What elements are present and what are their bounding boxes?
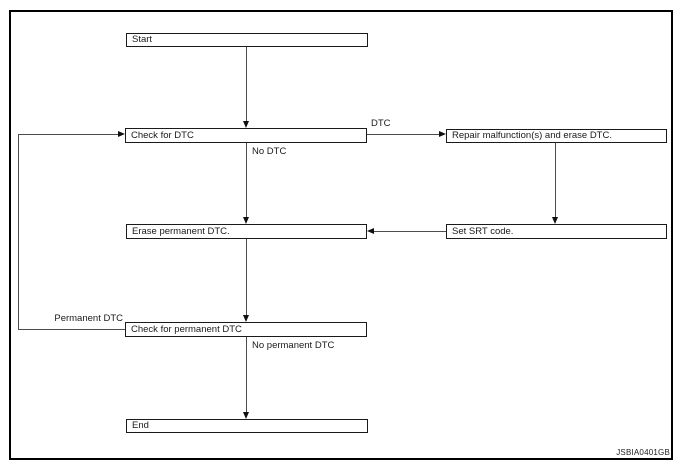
arrowhead-down-icon [243,412,249,419]
connector-checkdtc-to-repair [367,134,440,135]
flow-node-check-dtc: Check for DTC [125,128,367,143]
connector-erase-to-checkperm [246,239,247,316]
connector-srt-to-erase [374,231,446,232]
flow-node-set-srt-code-label: Set SRT code. [452,225,514,237]
arrowhead-left-icon [367,228,374,234]
edge-label-no-permanent-dtc: No permanent DTC [252,340,335,351]
arrowhead-right-icon [118,131,125,137]
arrowhead-down-icon [552,217,558,224]
flow-node-check-permanent-dtc: Check for permanent DTC [125,322,367,337]
connector-checkdtc-to-erase [246,143,247,218]
connector-start-to-checkdtc [246,47,247,122]
connector-checkperm-to-end [246,337,247,413]
flow-node-start: Start [126,33,368,47]
flow-node-check-dtc-label: Check for DTC [131,129,194,141]
edge-label-dtc: DTC [371,118,391,129]
connector-feedback-bottom [18,329,125,330]
edge-label-permanent-dtc: Permanent DTC [54,313,123,324]
figure-code-watermark: JSBIA0401GB [616,448,670,457]
flow-node-start-label: Start [132,34,153,46]
flow-node-check-permanent-dtc-label: Check for permanent DTC [131,323,242,335]
connector-feedback-top [18,134,118,135]
arrowhead-down-icon [243,217,249,224]
flow-node-end-label: End [132,420,149,432]
connector-feedback-vertical [18,134,19,330]
flow-node-erase-permanent-dtc-label: Erase permanent DTC. [132,225,230,237]
arrowhead-down-icon [243,315,249,322]
flow-node-repair-malfunction-label: Repair malfunction(s) and erase DTC. [452,130,612,142]
flow-node-set-srt-code: Set SRT code. [446,224,667,239]
arrowhead-right-icon [439,131,446,137]
arrowhead-down-icon [243,121,249,128]
flow-node-erase-permanent-dtc: Erase permanent DTC. [126,224,367,239]
edge-label-no-dtc: No DTC [252,146,287,157]
connector-repair-to-srt [555,143,556,218]
flow-node-end: End [126,419,368,433]
flow-node-repair-malfunction: Repair malfunction(s) and erase DTC. [446,129,667,143]
